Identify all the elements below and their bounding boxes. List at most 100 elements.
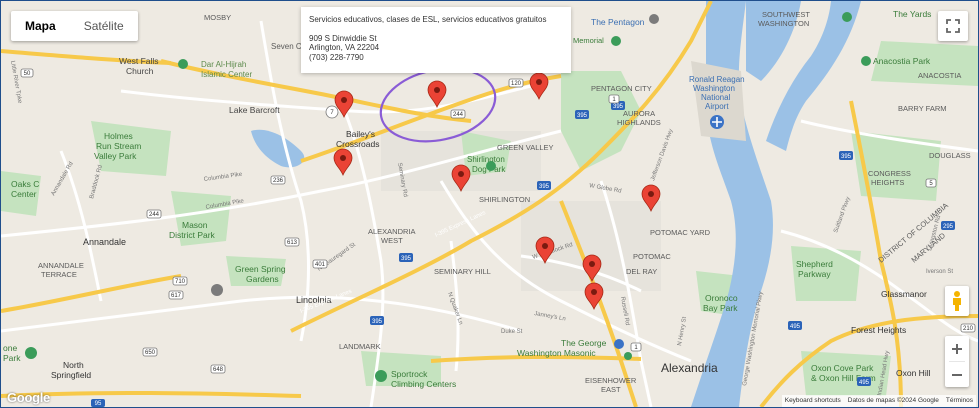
poi-icon bbox=[486, 161, 496, 171]
park-area bbox=[851, 131, 941, 201]
google-logo[interactable]: Google bbox=[7, 390, 50, 405]
poi-icon bbox=[611, 36, 621, 46]
map-marker-location-1[interactable] bbox=[334, 90, 354, 119]
place-label: Mason bbox=[182, 220, 208, 230]
terms-link[interactable]: Términos bbox=[945, 397, 973, 404]
place-label: MOSBY bbox=[204, 13, 231, 22]
svg-text:395: 395 bbox=[841, 154, 852, 160]
poi-icon bbox=[25, 347, 37, 359]
road-label: Janney's Ln bbox=[534, 311, 566, 322]
place-label: Bay Park bbox=[703, 303, 738, 313]
route-shield-710: 710 bbox=[172, 276, 188, 286]
info-window-address-line2: Arlington, VA 22204 bbox=[309, 43, 380, 52]
place-label: Ronald Reagan bbox=[689, 75, 745, 84]
route-shield-613: 613 bbox=[284, 237, 300, 247]
info-window: Servicios educativos, clases de ESL, ser… bbox=[301, 7, 571, 73]
place-label: one bbox=[3, 343, 17, 353]
place-label: The George bbox=[561, 338, 607, 348]
map-marker-location-2[interactable] bbox=[427, 80, 447, 109]
place-label: POTOMAC YARD bbox=[650, 228, 711, 237]
place-label: Valley Park bbox=[94, 151, 137, 161]
route-shield-495: 495 bbox=[788, 321, 802, 330]
place-label: Center bbox=[11, 189, 37, 199]
route-shield-295: 295 bbox=[941, 221, 955, 230]
place-label: The Pentagon bbox=[591, 17, 645, 27]
zoom-out-button[interactable] bbox=[945, 362, 969, 387]
place-label: HIGHLANDS bbox=[617, 118, 661, 127]
lake-barcroft bbox=[251, 129, 305, 168]
keyboard-shortcuts-link[interactable]: Keyboard shortcuts bbox=[784, 397, 841, 404]
map-marker-location-9[interactable] bbox=[584, 282, 604, 311]
markers-layer[interactable] bbox=[333, 72, 661, 311]
airport-area bbox=[691, 61, 746, 141]
svg-text:395: 395 bbox=[372, 319, 383, 325]
road-label: Duke St bbox=[501, 329, 523, 335]
place-label: Anacostia Park bbox=[873, 56, 931, 66]
map-type-satellite-button[interactable]: Satélite bbox=[83, 19, 124, 33]
place-label: Airport bbox=[705, 102, 729, 111]
route-shield-648: 648 bbox=[210, 364, 226, 374]
place-label: Alexandria bbox=[661, 361, 718, 375]
place-label: Annandale bbox=[83, 237, 126, 247]
map-marker-location-5[interactable] bbox=[451, 164, 471, 193]
fullscreen-button[interactable] bbox=[938, 11, 968, 41]
map-data-copyright: Datos de mapas ©2024 Google bbox=[847, 397, 939, 404]
place-label: PENTAGON CITY bbox=[591, 84, 652, 93]
place-label: Parkway bbox=[798, 269, 831, 279]
place-label: Washington bbox=[693, 84, 735, 93]
zoom-in-button[interactable] bbox=[945, 336, 969, 361]
arterial-roads bbox=[1, 20, 978, 407]
svg-text:5: 5 bbox=[929, 181, 933, 187]
place-label: & Oxon Hill Farm bbox=[811, 373, 876, 383]
place-label: BARRY FARM bbox=[898, 104, 947, 113]
svg-text:95: 95 bbox=[95, 401, 102, 407]
poi-icon bbox=[614, 339, 624, 349]
route-shield-395: 395 bbox=[575, 110, 589, 119]
place-label: ANNANDALE bbox=[38, 261, 84, 270]
map-type-map-button[interactable]: Mapa bbox=[25, 19, 56, 33]
svg-text:210: 210 bbox=[963, 326, 974, 332]
map-type-control[interactable]: Mapa Satélite bbox=[11, 11, 138, 41]
route-shield-395: 395 bbox=[399, 253, 413, 262]
route-shield-210: 210 bbox=[960, 323, 976, 333]
road-label: Russell Rd bbox=[619, 296, 630, 326]
place-label: Oaks C bbox=[11, 179, 39, 189]
place-label: West Falls bbox=[119, 56, 159, 66]
park-area bbox=[1, 171, 41, 216]
zoom-divider bbox=[949, 361, 965, 362]
route-shield-236: 236 bbox=[270, 175, 286, 185]
svg-text:1: 1 bbox=[612, 97, 616, 103]
place-label: EISENHOWER bbox=[585, 376, 637, 385]
route-shields: 7 244 244 120 395 395 395 395 395 395 50… bbox=[20, 68, 976, 407]
route-shield-120: 120 bbox=[508, 78, 524, 88]
park-area bbox=[871, 41, 978, 86]
place-label: POTOMAC bbox=[633, 252, 671, 261]
poi-icon bbox=[375, 370, 387, 382]
place-label: Washington Masonic bbox=[517, 348, 596, 358]
map-footer: Keyboard shortcuts Datos de mapas ©2024 … bbox=[781, 395, 976, 407]
poi-icon bbox=[211, 284, 223, 296]
poi-icons bbox=[25, 12, 871, 382]
map-marker-location-8[interactable] bbox=[582, 254, 602, 283]
zoom-in-icon bbox=[952, 343, 962, 354]
svg-text:295: 295 bbox=[943, 224, 954, 230]
route-shield-7: 7 bbox=[325, 105, 339, 119]
zoom-control[interactable] bbox=[945, 336, 969, 387]
svg-text:7: 7 bbox=[330, 110, 334, 116]
place-label: Lincolnia bbox=[296, 295, 332, 305]
place-label: ALEXANDRIA bbox=[368, 227, 416, 236]
map-marker-location-6[interactable] bbox=[641, 184, 661, 213]
poi-icon bbox=[624, 352, 632, 360]
route-shield-495: 495 bbox=[857, 377, 871, 386]
svg-text:50: 50 bbox=[24, 71, 31, 77]
route-shield-1b: 1 bbox=[630, 342, 642, 352]
map-marker-location-4[interactable] bbox=[333, 148, 353, 177]
route-shield-1: 1 bbox=[608, 94, 620, 104]
place-label: Seven C bbox=[271, 42, 302, 51]
route-shield-395: 395 bbox=[537, 181, 551, 190]
street-view-button[interactable] bbox=[945, 286, 969, 316]
map-marker-location-7[interactable] bbox=[535, 236, 555, 265]
map-marker-location-3[interactable] bbox=[529, 72, 549, 101]
